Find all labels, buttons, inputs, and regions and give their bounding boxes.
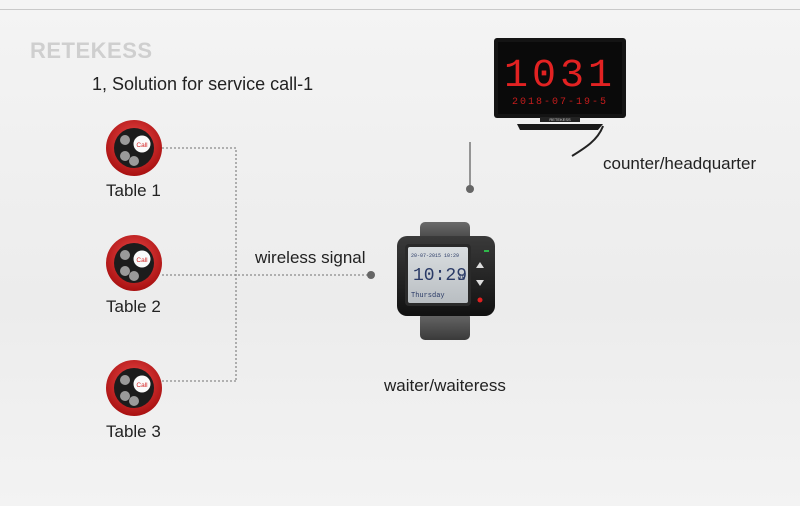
call-key-text: Call bbox=[136, 257, 148, 264]
call-key-text: Call bbox=[136, 382, 148, 389]
up-arrow-icon bbox=[476, 262, 484, 268]
watch-time: 10:29 bbox=[413, 266, 467, 286]
signal-endpoint-dot bbox=[367, 271, 375, 279]
display-brand: RETEKESS bbox=[549, 117, 571, 122]
table-1-label: Table 1 bbox=[106, 181, 161, 200]
watch-seconds: 25 bbox=[458, 275, 466, 282]
brand-logo: RETEKESS bbox=[30, 38, 153, 63]
call-key bbox=[133, 135, 151, 153]
down-arrow-icon bbox=[476, 280, 484, 286]
connector-table-1 bbox=[162, 147, 237, 381]
call-button-table-3: Call bbox=[106, 360, 162, 416]
call-button-table-1: Call bbox=[106, 120, 162, 176]
top-divider bbox=[0, 9, 800, 10]
antenna-dot bbox=[466, 185, 474, 193]
counter-label: counter/headquarter bbox=[603, 154, 757, 173]
call-key bbox=[133, 375, 151, 393]
wireless-signal-label: wireless signal bbox=[255, 248, 366, 267]
power-cable bbox=[571, 125, 604, 157]
page-title: 1, Solution for service call-1 bbox=[92, 74, 314, 94]
table-3-label: Table 3 bbox=[106, 422, 161, 441]
watch-date-line: 20-07-2015 10:29 bbox=[411, 253, 459, 259]
call-key-text: Call bbox=[136, 142, 148, 149]
connector-lines bbox=[162, 147, 370, 382]
display-date: 2018-07-19-5 bbox=[512, 97, 608, 108]
call-key bbox=[133, 250, 151, 268]
status-led-icon bbox=[477, 297, 483, 303]
table-2-label: Table 2 bbox=[106, 297, 161, 316]
counter-display: 1031 2018-07-19-5 RETEKESS bbox=[494, 38, 626, 157]
wrist-pager-watch: 20-07-2015 10:29 10:29 25 Thursday bbox=[397, 222, 495, 340]
waiter-label: waiter/waiteress bbox=[384, 376, 506, 395]
watch-day: Thursday bbox=[411, 292, 445, 300]
call-button-table-2: Call bbox=[106, 235, 162, 291]
display-number: 1031 bbox=[504, 54, 616, 99]
